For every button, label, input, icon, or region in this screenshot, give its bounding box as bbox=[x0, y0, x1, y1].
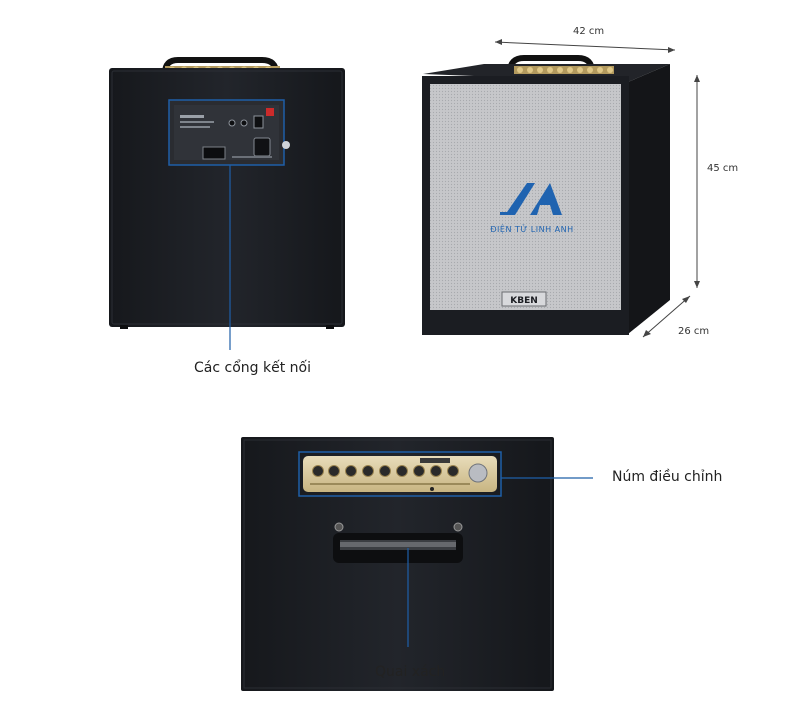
rear-ports bbox=[180, 108, 290, 160]
speaker-top-view bbox=[241, 437, 593, 691]
width-dimension: 42 cm bbox=[573, 26, 605, 37]
brand-logo: KBEN bbox=[510, 296, 538, 306]
speaker-back-view bbox=[109, 57, 345, 350]
height-dimension: 45 cm bbox=[707, 163, 739, 174]
knobs-label: Núm điều chỉnh bbox=[612, 469, 723, 485]
carry-handle bbox=[333, 522, 463, 563]
speaker-front-view: KBEN ĐIỆN TỬ LINH ANH bbox=[422, 55, 670, 335]
depth-dimension: 26 cm bbox=[678, 326, 710, 337]
handle-label: Quai xách bbox=[375, 664, 446, 680]
dimension-lines bbox=[494, 39, 700, 338]
top-knobs-front bbox=[514, 66, 614, 74]
watermark-logo bbox=[500, 183, 562, 215]
control-knobs bbox=[310, 458, 488, 491]
watermark-text: ĐIỆN TỬ LINH ANH bbox=[490, 223, 573, 235]
ports-label: Các cổng kết nối bbox=[194, 360, 311, 376]
